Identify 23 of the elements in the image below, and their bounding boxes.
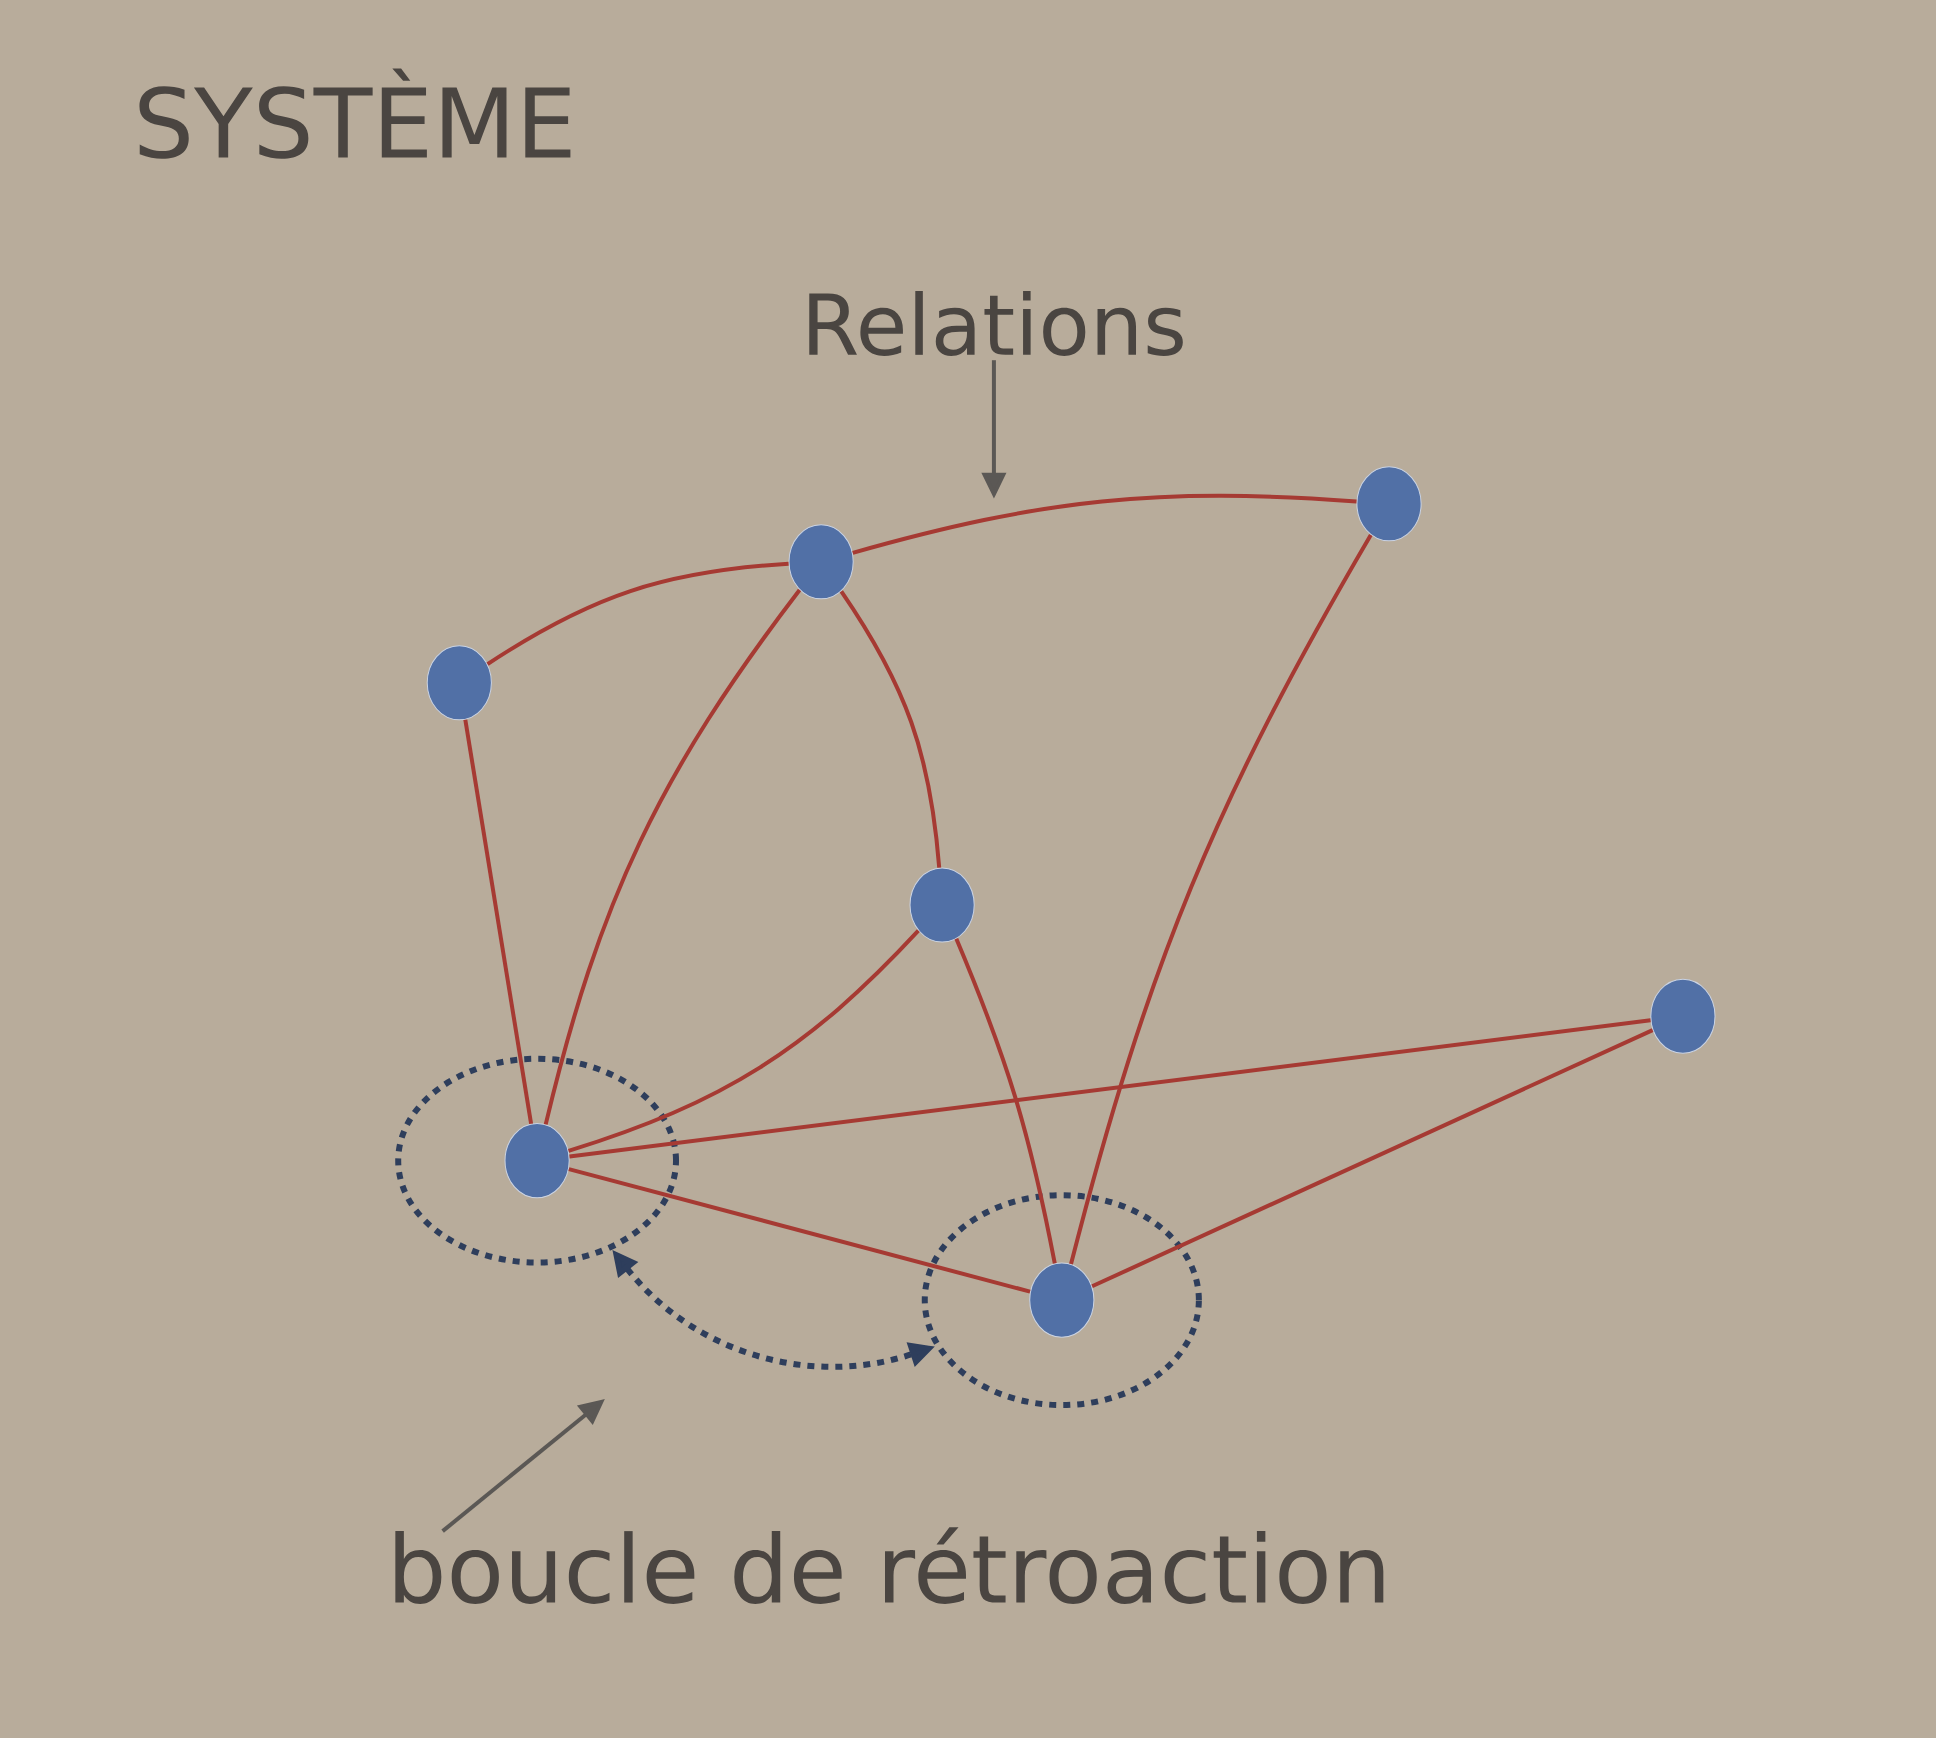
relation-line <box>568 1167 1031 1294</box>
dot <box>909 867 975 943</box>
relation-line <box>839 590 942 868</box>
relation-line <box>1091 1028 1654 1289</box>
dot <box>1029 1262 1095 1338</box>
relation-line <box>567 929 920 1153</box>
relation-line <box>569 1018 1651 1159</box>
title: SYSTÈME <box>139 68 571 159</box>
relation-line <box>1069 533 1373 1265</box>
dashed-ring <box>921 1192 1202 1409</box>
dot <box>1356 466 1422 542</box>
dot <box>504 1123 570 1199</box>
relation-line <box>486 561 789 666</box>
relation-line <box>954 938 1057 1264</box>
dot <box>788 524 854 600</box>
relation-line <box>852 493 1357 555</box>
dot <box>426 645 492 721</box>
relation-line <box>463 719 534 1125</box>
dashed-ring <box>395 1055 679 1266</box>
dot <box>1650 978 1716 1054</box>
label-text: boucle de rétroaction <box>395 1527 1384 1604</box>
label-text: Relations <box>809 291 1183 356</box>
relation-line <box>543 588 802 1125</box>
